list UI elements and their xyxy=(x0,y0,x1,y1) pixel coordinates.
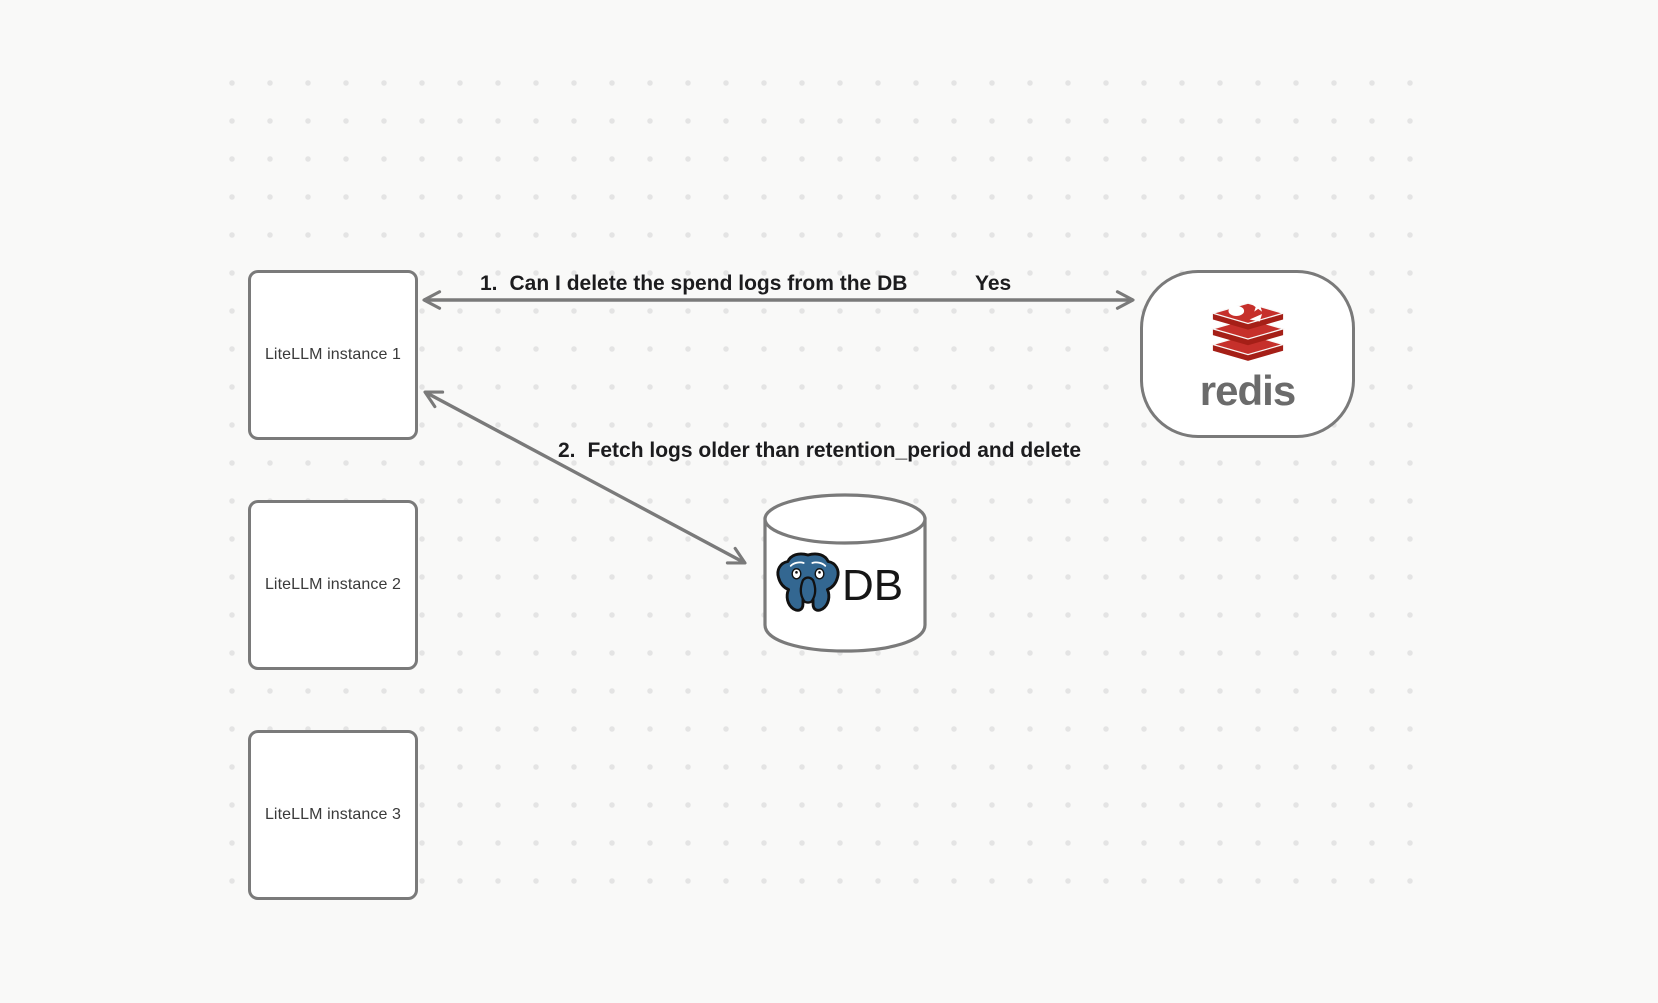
edge-1-number: 1. xyxy=(480,272,498,295)
db-label: DB xyxy=(842,561,904,610)
node-db[interactable]: DB xyxy=(762,492,928,654)
node-litellm-instance-2[interactable]: LiteLLM instance 2 xyxy=(248,500,418,670)
node-label: LiteLLM instance 1 xyxy=(264,346,402,363)
node-litellm-instance-1[interactable]: LiteLLM instance 1 xyxy=(248,270,418,440)
edge-label-delete-spend-logs[interactable]: 1. Can I delete the spend logs from the D… xyxy=(480,271,907,297)
node-label: LiteLLM instance 2 xyxy=(264,576,402,593)
node-litellm-instance-3[interactable]: LiteLLM instance 3 xyxy=(248,730,418,900)
edge-2-text: Fetch logs older than retention_period a… xyxy=(587,439,1082,462)
node-redis[interactable]: redis xyxy=(1140,270,1355,438)
database-cylinder-icon xyxy=(763,493,927,653)
edge-label-yes-response[interactable]: Yes xyxy=(975,272,1012,295)
edge-label-fetch-logs[interactable]: 2. Fetch logs older than retention_period… xyxy=(558,438,1081,464)
postgresql-elephant-icon xyxy=(776,552,840,612)
redis-wordmark: redis xyxy=(1199,367,1296,414)
redis-stack-icon xyxy=(1210,299,1285,361)
edge-2-number: 2. xyxy=(558,439,576,462)
node-label: LiteLLM instance 3 xyxy=(264,806,402,823)
edge-1-text: Can I delete the spend logs from the DB xyxy=(509,272,908,295)
